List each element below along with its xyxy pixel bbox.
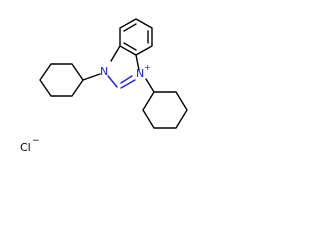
ring-bond-n1-c2 — [107, 75, 118, 88]
nitrogen-n3-label: N — [136, 67, 144, 80]
cyclohexane-ring — [142, 91, 188, 129]
benzene-double-bond — [123, 23, 137, 32]
ring-bond-c3a-n3 — [135, 54, 140, 71]
imidazolium-ring — [107, 45, 140, 89]
n1-cyclohexyl-bond — [82, 73, 101, 81]
benzene-double-bond — [123, 42, 137, 51]
ring-double-bond-c2-n3 — [120, 75, 133, 84]
nitrogen-n3-charge: + — [144, 63, 151, 72]
n3-cyclohexyl-bond — [145, 78, 155, 93]
chloride-label: Cl — [20, 141, 31, 154]
molecule-diagram: N N + Cl − — [20, 18, 188, 154]
cyclohexane-ring — [39, 63, 84, 97]
ring-bond-c2-n3 — [120, 79, 136, 89]
chloride-charge: − — [32, 136, 40, 146]
cyclohexyl-n3 — [142, 78, 188, 129]
nitrogen-n1-label: N — [100, 65, 108, 78]
ring-bond-c7a-n1 — [110, 45, 121, 62]
cyclohexyl-n1 — [39, 63, 101, 97]
benzene-ring — [119, 18, 153, 56]
